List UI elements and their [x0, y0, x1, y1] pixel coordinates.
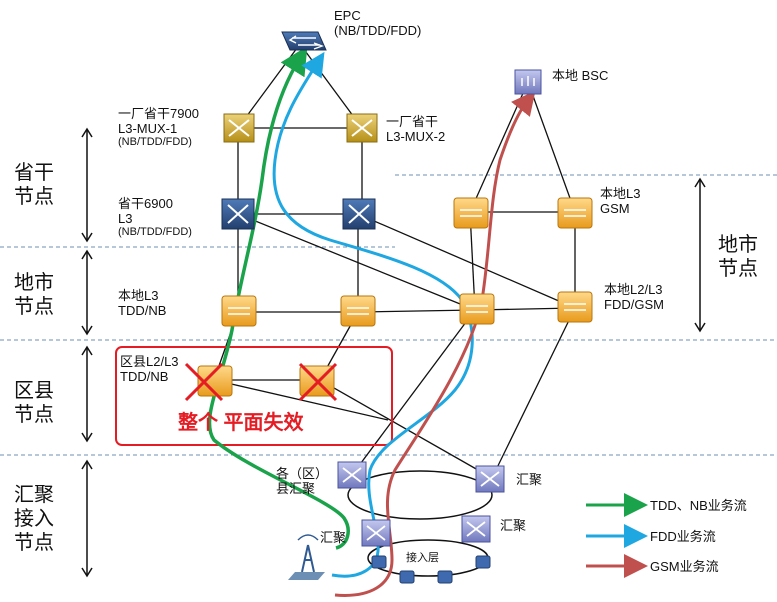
mux1-router-icon: [223, 113, 255, 143]
tier-city-right-line1: 地市: [718, 232, 758, 256]
tier-county-line1: 区县: [14, 378, 54, 402]
local-l3-label: 本地L3 TDD/NB: [118, 288, 166, 318]
gsm-l3-label-line1: 本地L3: [600, 186, 641, 201]
county-left-router-icon: [184, 362, 233, 402]
tier-county-line2: 节点: [14, 402, 54, 426]
legend-gsm: GSM业务流: [650, 559, 719, 574]
legend-arrows: [586, 493, 648, 578]
p6900-label-line2: L3: [118, 211, 133, 226]
county-l2l3-label-line1: 区县L2/L3: [120, 354, 179, 369]
mux2-label-line2: L3-MUX-2: [386, 129, 446, 144]
agg-right-label: 汇聚: [516, 472, 543, 487]
tier-label-city-left: 地市 节点: [14, 270, 54, 318]
tier-aggregation-line3: 节点: [14, 530, 54, 554]
tier-provincial-line2: 节点: [14, 184, 54, 208]
tier-provincial-line1: 省干: [14, 160, 54, 184]
legend-fdd: FDD业务流: [650, 529, 716, 544]
county-agg-label-line1: 各（区）: [276, 466, 329, 481]
county-l2l3-label: 区县L2/L3 TDD/NB: [120, 354, 179, 384]
epc-label-line2: (NB/TDD/FDD): [334, 23, 422, 38]
fdd-gsm-label: 本地L2/L3 FDD/GSM: [604, 282, 664, 312]
local-l3-label-line1: 本地L3: [118, 288, 159, 303]
epc-label: EPC (NB/TDD/FDD): [334, 8, 421, 38]
tier-city-left-line1: 地市: [14, 270, 54, 294]
legend-tdd-nb: TDD、NB业务流: [650, 498, 747, 513]
mux1-label-line2: L3-MUX-1: [118, 121, 178, 136]
p6900-label-line3: (NB/TDD/FDD): [118, 226, 192, 238]
county-right-router-icon: [298, 362, 338, 402]
failure-region: [115, 346, 393, 446]
p6900-label-line1: 省干6900: [118, 196, 173, 211]
tier-arrows: [81, 127, 706, 578]
local-l3-right-router-icon: [340, 295, 376, 327]
tier-aggregation-line1: 汇聚: [14, 482, 54, 506]
gsm-l3-right-router-icon: [557, 197, 593, 229]
agg-right-switch-icon: [475, 465, 505, 493]
tier-label-city-right: 地市 节点: [718, 232, 758, 280]
epc-label-line1: EPC: [334, 8, 361, 23]
access-node-icons: [371, 555, 491, 584]
mux2-label: 一厂省干 L3-MUX-2: [386, 114, 445, 144]
base-station-icon: [288, 534, 325, 580]
agg-left-switch-icon: [361, 519, 391, 547]
fdd-gsm-left-router-icon: [459, 293, 495, 325]
p6900-label: 省干6900 L3 (NB/TDD/FDD): [118, 196, 192, 239]
agg-right2-switch-icon: [461, 515, 491, 543]
county-agg-label: 各（区） 县汇聚: [276, 466, 328, 496]
gsm-flow: [334, 90, 536, 597]
gsm-l3-label: 本地L3 GSM: [600, 186, 640, 216]
failure-text: 整个 平面失效: [178, 412, 304, 434]
mux2-router-icon: [346, 113, 378, 143]
mux1-label-line1: 一厂省干7900: [118, 106, 199, 121]
local-l3-left-router-icon: [221, 295, 257, 327]
p6900-left-switch-icon: [221, 198, 255, 230]
local-l3-label-line2: TDD/NB: [118, 303, 167, 318]
gsm-l3-label-line2: GSM: [600, 201, 630, 216]
p6900-right-switch-icon: [342, 198, 376, 230]
mux2-label-line1: 一厂省干: [386, 114, 439, 129]
tier-label-aggregation: 汇聚 接入 节点: [14, 482, 54, 554]
gsm-l3-left-router-icon: [453, 197, 489, 229]
access-layer-label: 接入层: [406, 552, 439, 564]
fdd-gsm-label-line2: FDD/GSM: [604, 297, 664, 312]
fdd-gsm-right-router-icon: [557, 291, 593, 323]
epc-switch-icon: [281, 31, 327, 51]
tier-aggregation-line2: 接入: [14, 506, 54, 530]
tier-city-left-line2: 节点: [14, 294, 54, 318]
tier-separators: [0, 174, 777, 456]
bsc-label: 本地 BSC: [552, 68, 609, 83]
tier-label-provincial: 省干 节点: [14, 160, 54, 208]
agg-left-label: 汇聚: [320, 530, 347, 545]
tier-city-right-line2: 节点: [718, 256, 758, 280]
county-agg-label-line2: 县汇聚: [276, 481, 316, 496]
fdd-gsm-label-line1: 本地L2/L3: [604, 282, 663, 297]
county-agg-switch-icon: [337, 461, 367, 489]
agg-right2-label: 汇聚: [500, 518, 527, 533]
mux1-label: 一厂省干7900 L3-MUX-1 (NB/TDD/FDD): [118, 106, 199, 149]
mux1-label-line3: (NB/TDD/FDD): [118, 136, 192, 148]
county-l2l3-label-line2: TDD/NB: [120, 369, 169, 384]
bsc-icon: [514, 69, 542, 95]
tier-label-county: 区县 节点: [14, 378, 54, 426]
